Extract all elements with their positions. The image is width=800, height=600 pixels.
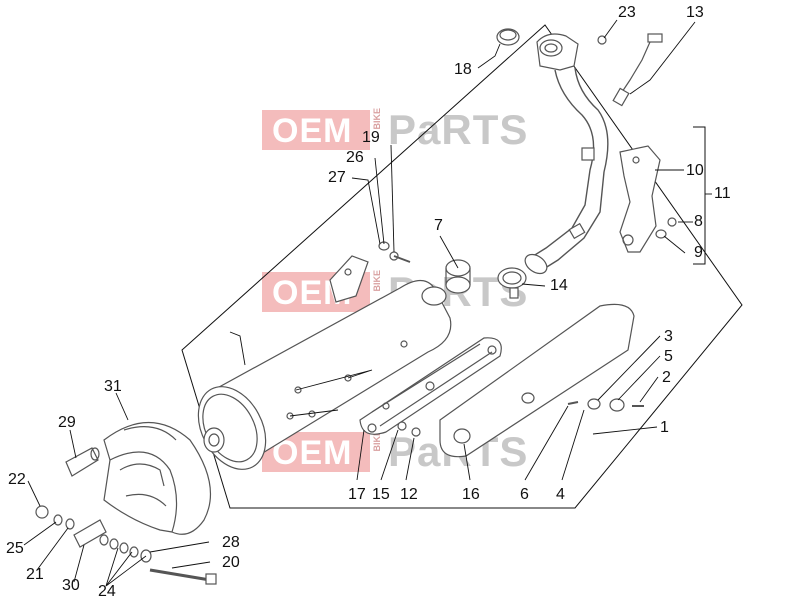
callout-27: 27: [328, 169, 346, 186]
guard-31: [103, 422, 211, 535]
bracket-11: [693, 126, 706, 265]
silencer-cover-16: [439, 303, 635, 458]
lambda-sensor-13: [612, 33, 663, 107]
watermark-brand-bottom: OEM: [272, 434, 353, 472]
muffler-bracket: [329, 255, 369, 303]
gasket-7: [445, 259, 471, 294]
washers-24: [99, 534, 152, 563]
washer-3: [587, 398, 601, 410]
silencer-body: [197, 279, 452, 470]
callout-7: 7: [434, 217, 443, 234]
ring-18: [496, 28, 520, 46]
leader-lines: [23, 19, 712, 587]
clamp-14: [497, 267, 527, 299]
callout-25: 25: [6, 540, 24, 557]
heat-shield-10: [619, 145, 661, 253]
callout-8: 8: [694, 213, 703, 230]
callout-28: 28: [222, 534, 240, 551]
bolt-19: [393, 255, 411, 263]
washer-9: [655, 229, 667, 239]
nut-12: [411, 427, 421, 437]
callout-3: 3: [664, 328, 673, 345]
callout-31: 31: [104, 378, 122, 395]
washer-5: [609, 398, 625, 412]
callout-29: 29: [58, 414, 76, 431]
callout-26: 26: [346, 149, 364, 166]
callout-16: 16: [462, 486, 480, 503]
washer-21: [65, 518, 75, 530]
callout-13: 13: [686, 4, 704, 21]
watermark-brand-top: OEM: [272, 112, 353, 150]
callout-5: 5: [664, 348, 673, 365]
callout-22: 22: [8, 471, 26, 488]
callout-6: 6: [520, 486, 529, 503]
bolt-8: [667, 217, 677, 227]
callout-23: 23: [618, 4, 636, 21]
screw-6: [567, 401, 579, 405]
nut-22: [35, 505, 49, 519]
exhaust-header-pipe: [524, 33, 609, 275]
callout-19: 19: [362, 129, 380, 146]
callout-30: 30: [62, 577, 80, 594]
spacer-29: [65, 447, 100, 477]
callout-24: 24: [98, 583, 116, 600]
callout-4: 4: [556, 486, 565, 503]
callout-20: 20: [222, 554, 240, 571]
assembly-outline-1: [181, 24, 743, 509]
callout-14: 14: [550, 277, 568, 294]
callout-12: 12: [400, 486, 418, 503]
callout-9: 9: [694, 244, 703, 261]
watermark-box-top: [262, 110, 370, 150]
callout-11: 11: [714, 185, 731, 202]
callout-17: 17: [348, 486, 366, 503]
callout-18: 18: [454, 61, 472, 78]
callout-15: 15: [372, 486, 390, 503]
callout-10: 10: [686, 162, 704, 179]
callout-1: 1: [660, 419, 669, 436]
bolt-20: [149, 568, 211, 582]
spacer-30: [73, 519, 107, 548]
callout-2: 2: [662, 369, 671, 386]
washer-25: [53, 514, 63, 526]
washer-15: [397, 421, 407, 431]
callout-21: 21: [26, 566, 44, 583]
